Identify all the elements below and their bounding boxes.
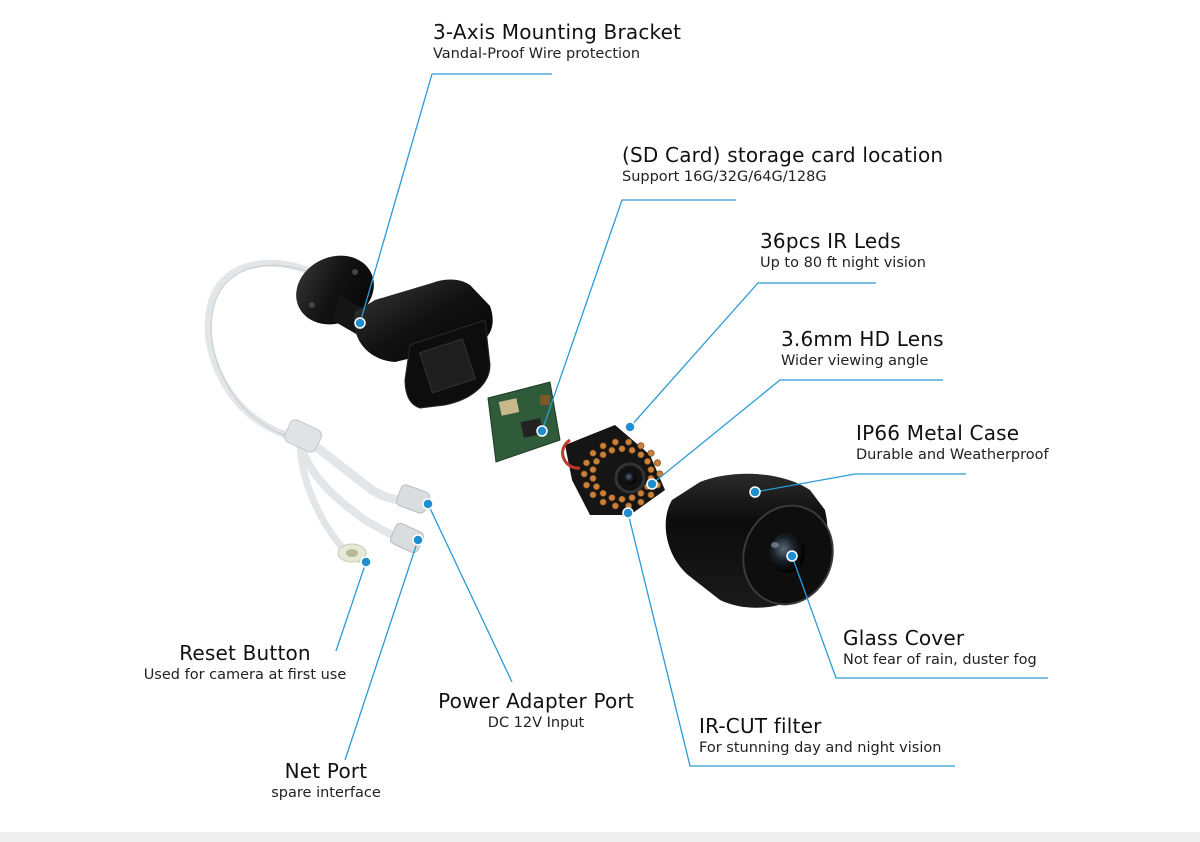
ir-led (628, 494, 636, 502)
callout-glass-cover: Glass Cover Not fear of rain, duster fog (843, 626, 1037, 670)
callout-hd-lens: 3.6mm HD Lens Wider viewing angle (781, 327, 944, 371)
ir-led (637, 489, 645, 497)
bracket-and-housing (296, 255, 493, 409)
ir-led (643, 457, 651, 465)
ir-led (637, 498, 645, 506)
callout-ir-cut: IR-CUT filter For stunning day and night… (699, 714, 941, 758)
ir-led (625, 438, 633, 446)
callout-subtitle: Vandal-Proof Wire protection (433, 46, 641, 62)
callout-title: IP66 Metal Case (856, 421, 1020, 445)
ir-led (608, 494, 616, 502)
callout-power-port: Power Adapter Port DC 12V Input (434, 689, 638, 733)
ir-led (608, 446, 616, 454)
callout-title: Reset Button (179, 641, 311, 665)
ir-led (592, 483, 600, 491)
ir-led (618, 495, 626, 503)
ir-led (637, 442, 645, 450)
callout-title: Glass Cover (843, 626, 965, 650)
ir-led (580, 470, 588, 478)
ir-led (618, 445, 626, 453)
cable-junction (283, 419, 323, 453)
connector-group (337, 484, 430, 563)
ir-led (582, 481, 590, 489)
callout-mounting-bracket: 3-Axis Mounting Bracket Vandal-Proof Wir… (433, 20, 681, 64)
callout-subtitle: Wider viewing angle (781, 353, 929, 369)
callout-title: Power Adapter Port (438, 689, 634, 713)
callout-sd-card: (SD Card) storage card location Support … (622, 143, 943, 187)
callout-subtitle: Support 16G/32G/64G/128G (622, 169, 827, 185)
callout-ir-leds: 36pcs IR Leds Up to 80 ft night vision (760, 229, 926, 273)
callout-title: 3-Axis Mounting Bracket (433, 20, 682, 44)
ir-led (582, 459, 590, 467)
main-circuit-board (487, 381, 561, 463)
callout-title: (SD Card) storage card location (622, 143, 944, 167)
ir-led (589, 466, 597, 474)
callout-metal-case: IP66 Metal Case Durable and Weatherproof (856, 421, 1049, 465)
ir-led (589, 491, 597, 499)
ir-led (599, 498, 607, 506)
callout-net-port: Net Port spare interface (256, 759, 396, 803)
ir-led (599, 451, 607, 459)
callout-title: Net Port (284, 759, 368, 783)
ir-led (647, 466, 655, 474)
callout-title: IR-CUT filter (699, 714, 822, 738)
ir-led (589, 474, 597, 482)
ir-led (599, 442, 607, 450)
ir-led (589, 449, 597, 457)
callout-reset-button: Reset Button Used for camera at first us… (135, 641, 355, 685)
callout-dots (354, 317, 798, 568)
ir-led (628, 446, 636, 454)
callout-title: 36pcs IR Leds (760, 229, 901, 253)
ir-led (592, 457, 600, 465)
ir-led (637, 451, 645, 459)
ir-led (647, 449, 655, 457)
callout-subtitle: DC 12V Input (487, 715, 585, 731)
ir-led (647, 491, 655, 499)
ir-led (599, 489, 607, 497)
callout-subtitle: Up to 80 ft night vision (760, 255, 926, 271)
ir-led (611, 502, 619, 510)
callout-title: 3.6mm HD Lens (781, 327, 944, 351)
ir-led (653, 459, 661, 467)
metal-case-shell (665, 473, 834, 608)
callout-subtitle: Not fear of rain, duster fog (843, 652, 1037, 668)
callout-subtitle: spare interface (271, 785, 381, 801)
ir-led-board (561, 425, 665, 515)
footer-band (0, 832, 1200, 842)
callout-subtitle: Used for camera at first use (143, 667, 347, 683)
callout-subtitle: Durable and Weatherproof (856, 447, 1049, 463)
leader-lines (335, 73, 1048, 767)
callout-subtitle: For stunning day and night vision (699, 740, 942, 756)
ir-led (611, 438, 619, 446)
